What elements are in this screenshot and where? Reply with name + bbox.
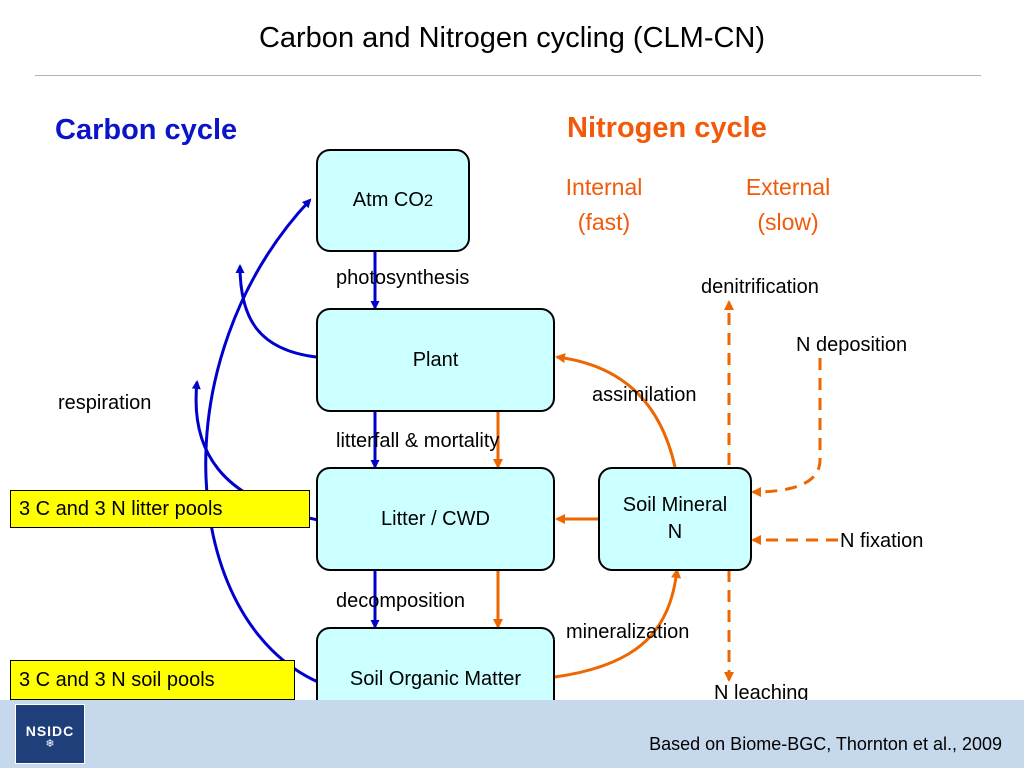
respiration-label: respiration <box>58 392 152 414</box>
internal-fast-heading: Internal (fast) <box>548 170 660 239</box>
respiration-plant-arrow <box>235 264 317 359</box>
title-divider <box>35 75 981 76</box>
litterfall-mortality-label: litterfall & mortality <box>336 430 500 452</box>
logo-text: NSIDC <box>25 723 75 739</box>
denitrification-label: denitrification <box>701 276 819 298</box>
atm-co2-subscript: 2 <box>423 190 434 210</box>
internal-label: Internal <box>565 174 643 200</box>
atm-co2-label: Atm CO <box>352 189 424 211</box>
page-title: Carbon and Nitrogen cycling (CLM-CN) <box>258 22 766 54</box>
carbon-cycle-heading: Carbon cycle <box>55 114 238 146</box>
n-deposition-label: N deposition <box>796 334 908 356</box>
decomposition-label: decomposition <box>336 590 465 612</box>
n-fixation-label: N fixation <box>840 530 924 552</box>
assimilation-label: assimilation <box>592 384 697 406</box>
soil-mineral-n-label: N <box>667 521 683 543</box>
n-leaching-label: N leaching <box>714 682 809 704</box>
litter-pools-callout: 3 C and 3 N litter pools <box>10 490 310 528</box>
soil-mineral-label: Soil Mineral <box>622 494 728 516</box>
assimilation-arrow <box>555 353 677 468</box>
photosynthesis-label: photosynthesis <box>336 267 470 289</box>
n-deposition-arrow <box>751 358 822 497</box>
citation-text: Based on Biome-BGC, Thornton et al., 200… <box>649 734 1002 754</box>
snowflake-icon: ❄ <box>45 738 55 750</box>
respiration-som-arrow <box>204 198 319 684</box>
external-label: External <box>745 174 831 200</box>
footer-band <box>0 700 1024 768</box>
plant-box: Plant <box>316 308 555 412</box>
mineralization-label: mineralization <box>566 621 690 643</box>
external-slow-heading: External (slow) <box>723 170 853 239</box>
soil-pools-callout: 3 C and 3 N soil pools <box>10 660 295 700</box>
nsidc-logo: NSIDC ❄ <box>15 704 85 764</box>
mineralization-arrow <box>554 568 682 679</box>
slow-label: (slow) <box>757 208 819 235</box>
fast-label: (fast) <box>577 208 631 235</box>
nitrogen-cycle-heading: Nitrogen cycle <box>567 112 767 144</box>
litter-cwd-box: Litter / CWD <box>316 467 555 571</box>
soil-mineral-n-box: Soil Mineral N <box>598 467 752 571</box>
